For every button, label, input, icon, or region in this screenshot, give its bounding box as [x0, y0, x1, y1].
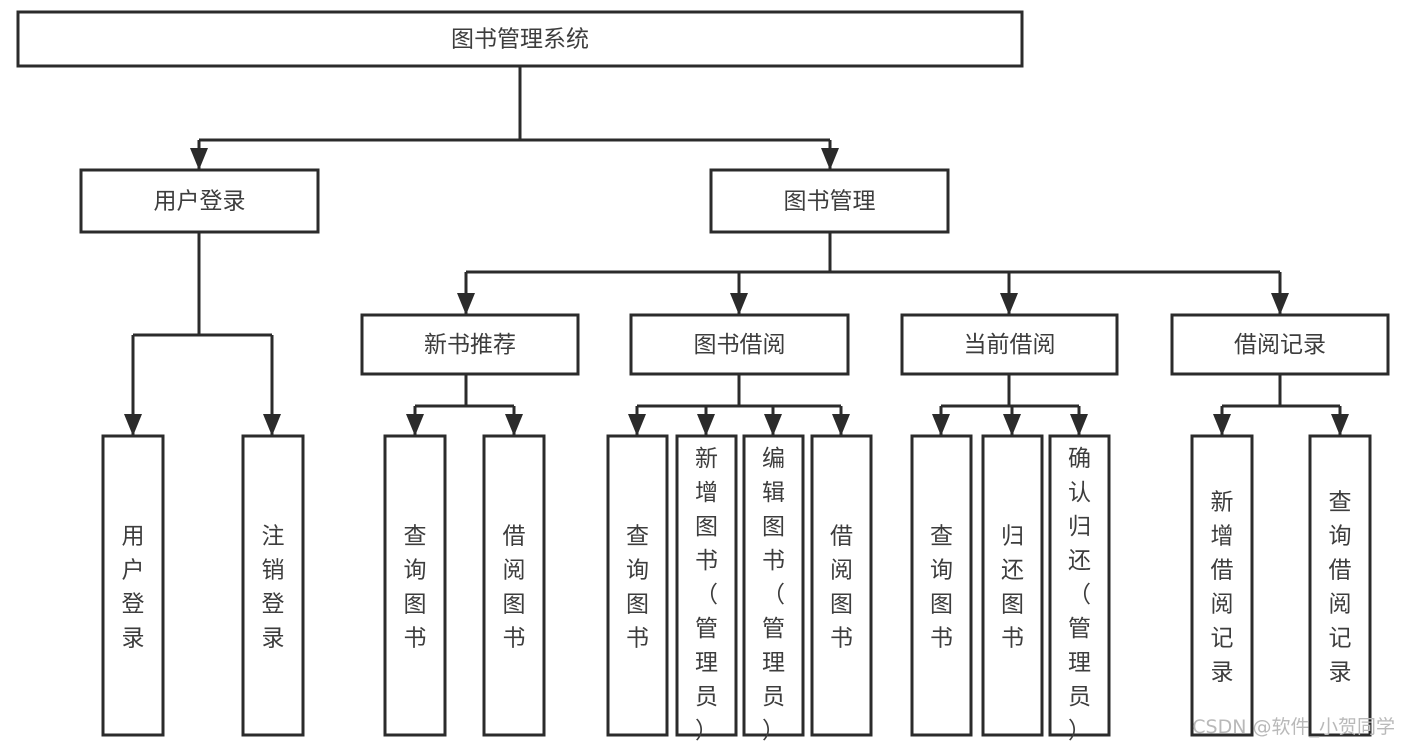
- leaf-node-leaf-query-borrow-record[interactable]: 查询借阅记录: [1308, 434, 1372, 737]
- node-label: 归还图书: [1001, 524, 1024, 652]
- connectors-layer: [124, 66, 1349, 436]
- node-box: [742, 434, 805, 737]
- node-new-book-recommend[interactable]: 新书推荐: [360, 313, 580, 376]
- arrow-head-icon: [263, 414, 281, 436]
- leaf-node-leaf-edit-book-admin[interactable]: 编辑图书（管理员）: [742, 434, 805, 744]
- node-box: [810, 434, 873, 737]
- node-label: 图书借阅: [694, 332, 786, 358]
- arrow-head-icon: [1271, 293, 1289, 315]
- node-root[interactable]: 图书管理系统: [16, 10, 1024, 68]
- node-box: [101, 434, 165, 737]
- node-box: [910, 434, 973, 737]
- leaf-node-leaf-return-book[interactable]: 归还图书: [981, 434, 1044, 737]
- node-box: [709, 168, 950, 234]
- arrow-head-icon: [1213, 414, 1231, 436]
- leaf-node-leaf-query-book-borrow[interactable]: 查询图书: [606, 434, 669, 737]
- arrow-head-icon: [1003, 414, 1021, 436]
- node-label: 新书推荐: [424, 332, 516, 358]
- node-box: [482, 434, 546, 737]
- leaf-node-leaf-user-login[interactable]: 用户登录: [101, 434, 165, 737]
- arrow-head-icon: [190, 148, 208, 170]
- node-box: [16, 10, 1024, 68]
- node-user-login[interactable]: 用户登录: [79, 168, 320, 234]
- node-label: 注销登录: [262, 524, 285, 652]
- leaf-node-leaf-borrow-book-recommend[interactable]: 借阅图书: [482, 434, 546, 737]
- leaf-node-leaf-add-borrow-record[interactable]: 新增借阅记录: [1190, 434, 1254, 737]
- node-label: 借阅图书: [830, 524, 853, 652]
- node-box: [360, 313, 580, 376]
- node-label: 新增借阅记录: [1211, 490, 1234, 686]
- node-label: 图书管理: [784, 189, 876, 215]
- leaf-node-leaf-confirm-return-admin[interactable]: 确认归还（管理员）: [1048, 434, 1111, 744]
- node-box: [675, 434, 738, 737]
- node-current-borrow[interactable]: 当前借阅: [900, 313, 1119, 376]
- node-label: 编辑图书（管理员）: [762, 446, 785, 744]
- arrow-head-icon: [1331, 414, 1349, 436]
- node-box: [900, 313, 1119, 376]
- node-box: [1170, 313, 1390, 376]
- node-box: [1308, 434, 1372, 737]
- arrow-head-icon: [505, 414, 523, 436]
- arrow-head-icon: [697, 414, 715, 436]
- csdn-watermark: CSDN @软件_小贺同学: [1192, 716, 1395, 738]
- node-label: 查询图书: [626, 524, 649, 652]
- node-box: [606, 434, 669, 737]
- node-label: 借阅记录: [1234, 332, 1326, 358]
- node-label: 新增图书（管理员）: [695, 446, 718, 744]
- node-book-borrow[interactable]: 图书借阅: [629, 313, 850, 376]
- node-box: [1190, 434, 1254, 737]
- node-box: [241, 434, 305, 737]
- node-box: [1048, 434, 1111, 737]
- node-box: [629, 313, 850, 376]
- arrow-head-icon: [406, 414, 424, 436]
- arrow-head-icon: [764, 414, 782, 436]
- leaf-node-leaf-borrow-book[interactable]: 借阅图书: [810, 434, 873, 737]
- leaf-node-leaf-query-book-current[interactable]: 查询图书: [910, 434, 973, 737]
- arrow-head-icon: [457, 293, 475, 315]
- arrow-head-icon: [832, 414, 850, 436]
- node-label: 查询图书: [930, 524, 953, 652]
- node-label: 用户登录: [122, 524, 145, 652]
- leaf-node-leaf-add-book-admin[interactable]: 新增图书（管理员）: [675, 434, 738, 744]
- node-book-management[interactable]: 图书管理: [709, 168, 950, 234]
- arrow-head-icon: [1000, 293, 1018, 315]
- arrow-head-icon: [821, 148, 839, 170]
- node-label: 查询借阅记录: [1329, 490, 1352, 686]
- node-label: 查询图书: [404, 524, 427, 652]
- node-label: 图书管理系统: [451, 27, 589, 53]
- arrow-head-icon: [932, 414, 950, 436]
- node-label: 借阅图书: [503, 524, 526, 652]
- node-box: [981, 434, 1044, 737]
- nodes-layer: 用户登录图书管理新书推荐图书借阅当前借阅借阅记录图书管理系统用户登录注销登录查询…: [16, 10, 1390, 744]
- arrow-head-icon: [730, 293, 748, 315]
- leaf-node-leaf-logout[interactable]: 注销登录: [241, 434, 305, 737]
- arrow-head-icon: [1070, 414, 1088, 436]
- node-borrow-records[interactable]: 借阅记录: [1170, 313, 1390, 376]
- node-label: 确认归还（管理员）: [1068, 446, 1091, 744]
- leaf-node-leaf-query-book-recommend[interactable]: 查询图书: [383, 434, 447, 737]
- node-box: [79, 168, 320, 234]
- arrow-head-icon: [124, 414, 142, 436]
- node-label: 用户登录: [154, 189, 246, 215]
- arrow-head-icon: [628, 414, 646, 436]
- node-label: 当前借阅: [964, 332, 1056, 358]
- node-box: [383, 434, 447, 737]
